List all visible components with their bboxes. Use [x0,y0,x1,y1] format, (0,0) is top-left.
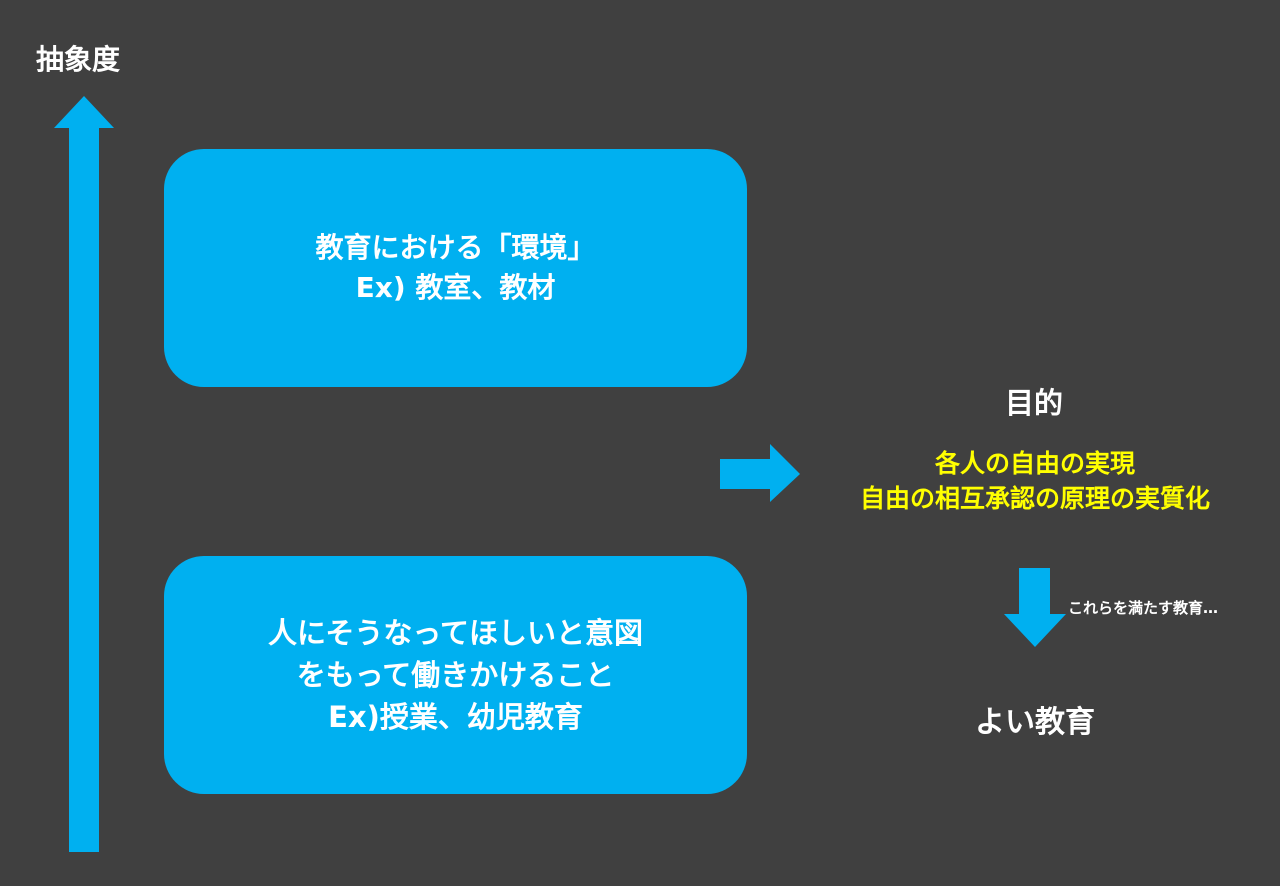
right-arrow-icon [720,444,800,502]
criteria-note: これらを満たす教育… [1068,599,1219,617]
abstraction-up-arrow [54,96,114,852]
environment-examples: Ex) 教室、教材 [355,271,556,304]
purpose-line-2: 自由の相互承認の原理の実質化 [859,484,1210,513]
environment-title: 教育における「環境」 [315,231,596,264]
down-arrow-icon [1004,568,1066,647]
purpose-statement: 各人の自由の実現 自由の相互承認の原理の実質化 [800,446,1270,516]
intention-box: 人にそうなってほしいと意図 をもって働きかけること Ex)授業、幼児教育 [164,556,747,794]
environment-box: 教育における「環境」 Ex) 教室、教材 [164,149,747,387]
intention-examples: Ex)授業、幼児教育 [328,700,583,734]
good-education-label: よい教育 [975,705,1095,740]
intention-line-1: 人にそうなってほしいと意図 [268,616,643,650]
purpose-title: 目的 [1004,386,1063,420]
abstraction-axis-label: 抽象度 [36,43,121,76]
intention-line-2: をもって働きかけること [296,658,615,692]
purpose-line-1: 各人の自由の実現 [934,449,1135,478]
